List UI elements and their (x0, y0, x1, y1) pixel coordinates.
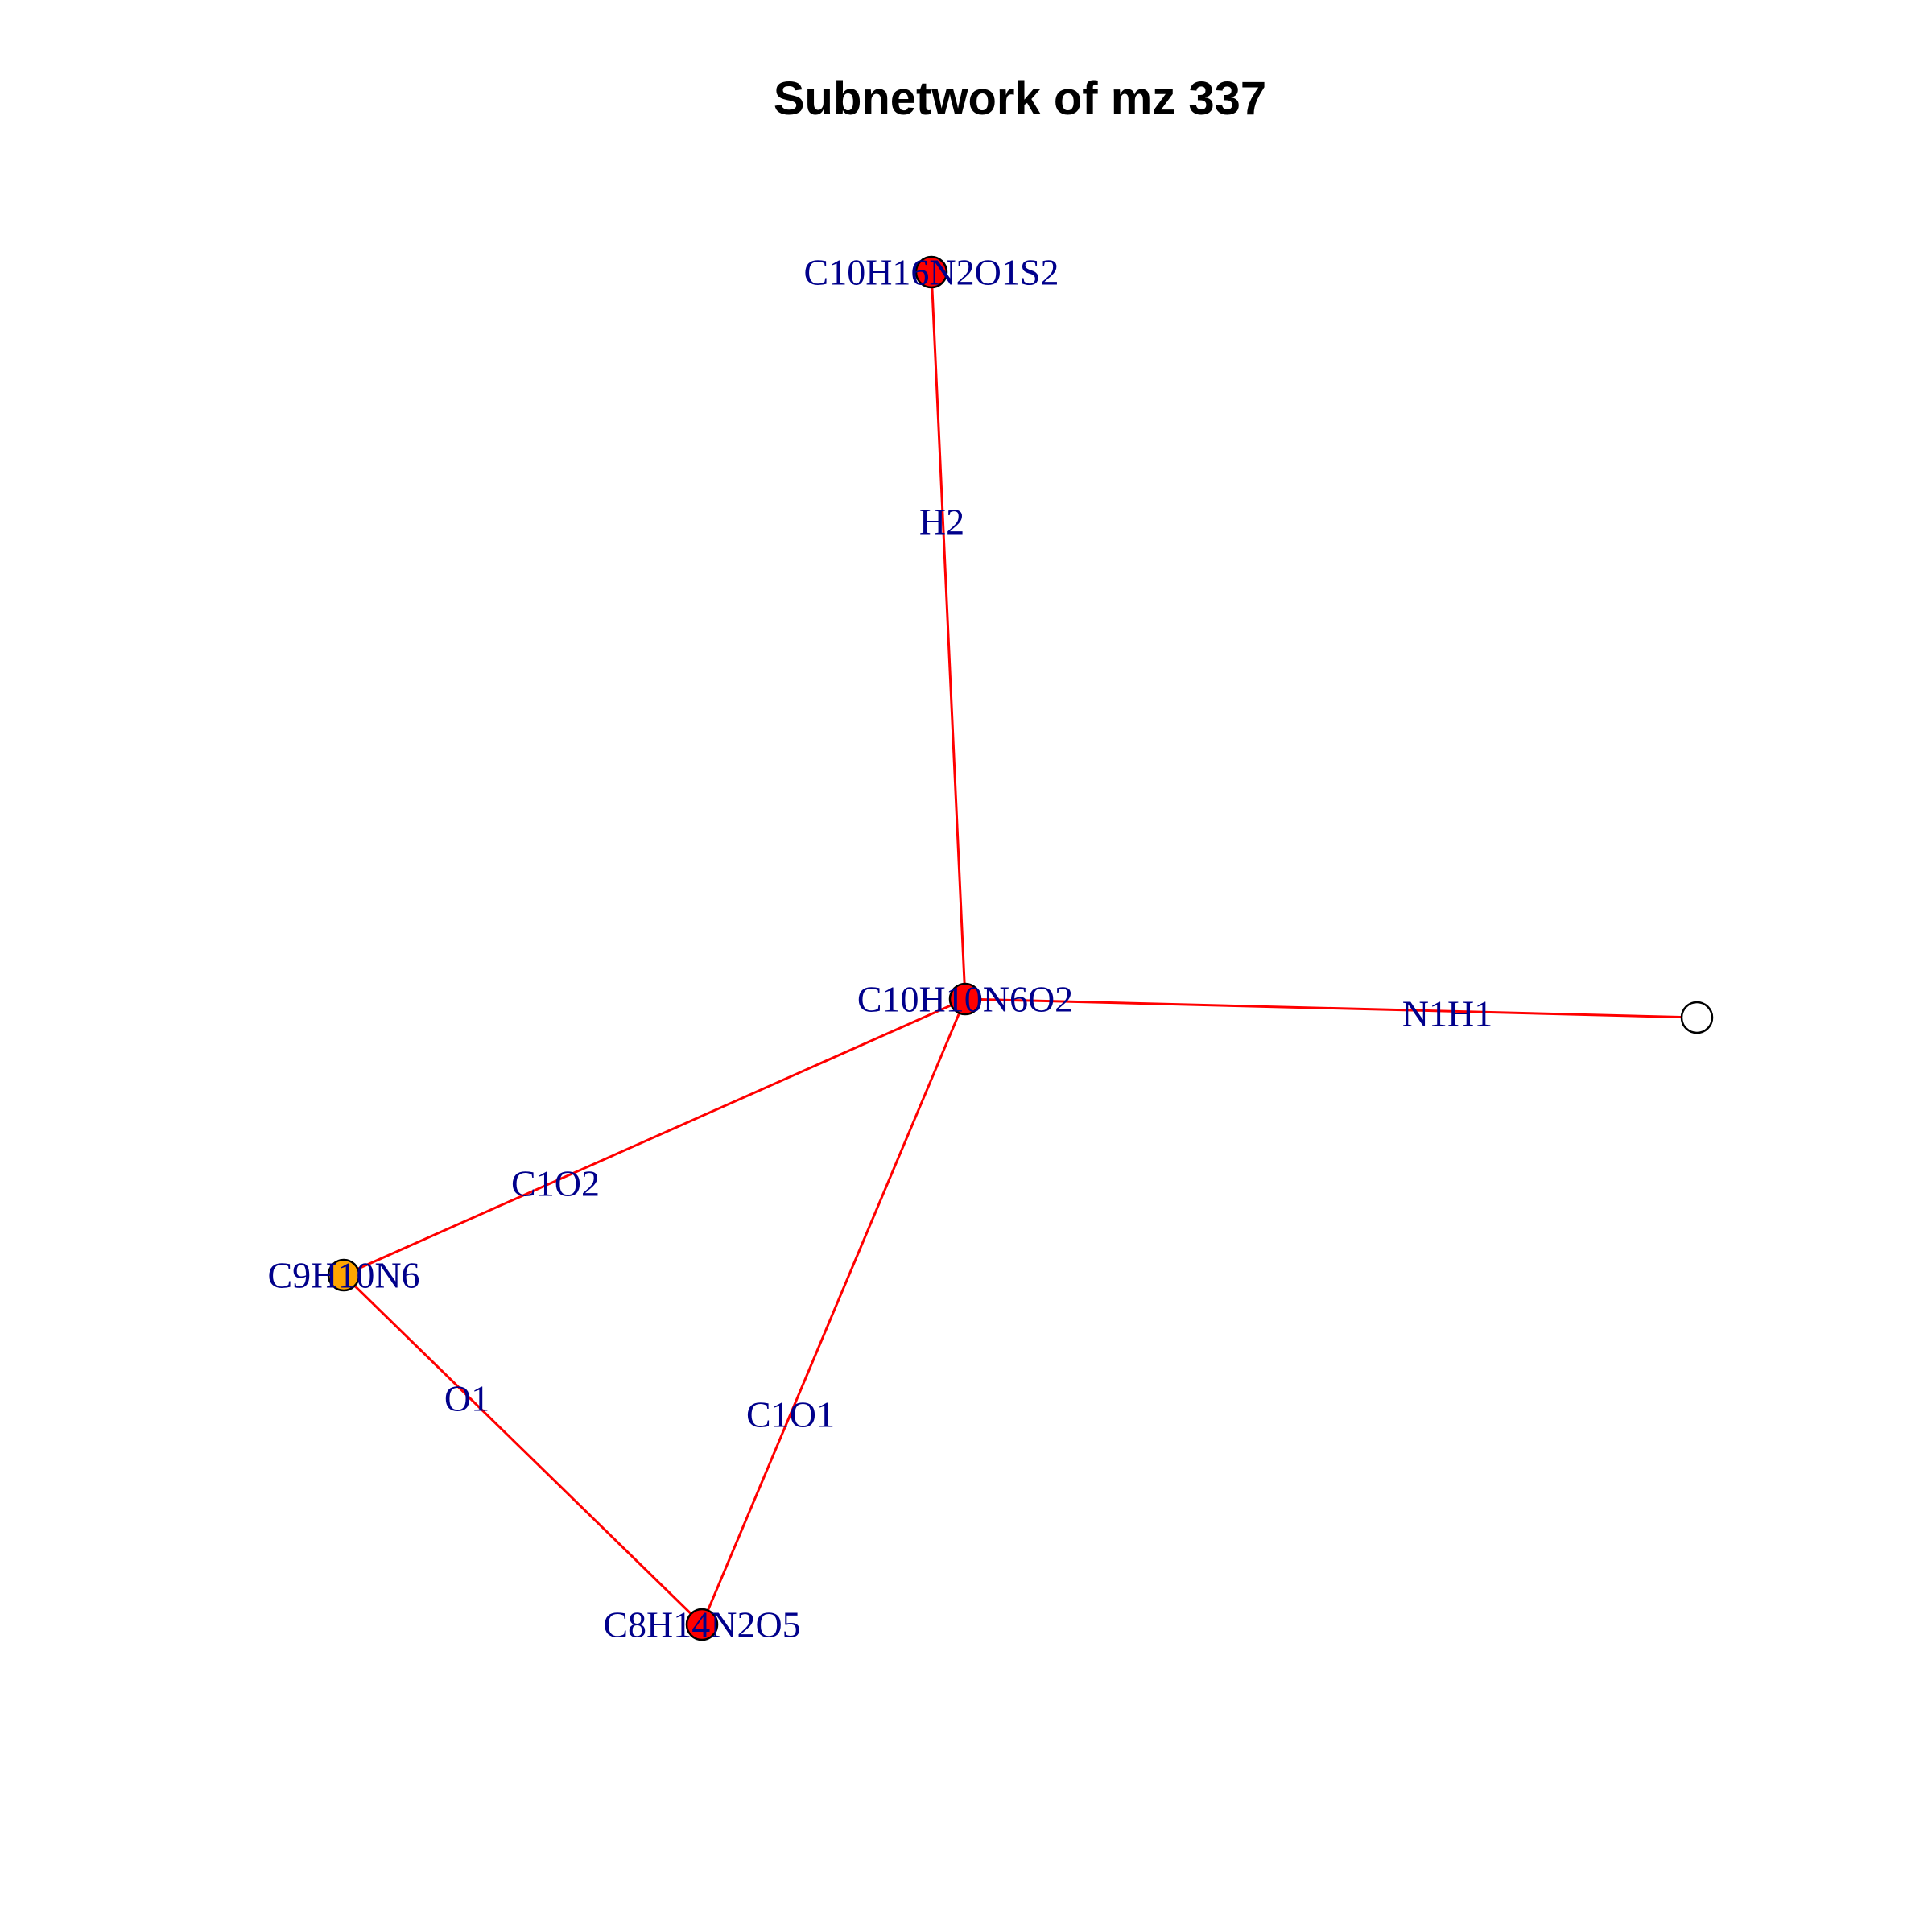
edge-c10h10n6o2-c8h14n2o5 (700, 998, 967, 1625)
node-label-c10h16n2o1s2: C10H16N2O1S2 (804, 252, 1059, 293)
node-layer (327, 255, 1714, 1641)
node-label-c8h14n2o5: C8H14N2O5 (603, 1604, 800, 1645)
node-c10h10n6o2 (948, 982, 982, 1016)
node-c10h16n2o1s2 (914, 255, 948, 289)
edge-c10h10n6o2-unlabeled (964, 997, 1698, 1019)
node-label-c10h10n6o2: C10H10N6O2 (857, 979, 1073, 1020)
edge-label-h2: H2 (919, 502, 964, 543)
edge-c10h10n6o2-c9h10n6 (343, 997, 966, 1277)
node-c8h14n2o5 (685, 1608, 719, 1641)
node-label-c9h10n6: C9H10N6 (267, 1255, 419, 1296)
edge-label-c1o1: C1O1 (746, 1394, 835, 1435)
edge-c9h10n6-c8h14n2o5 (342, 1274, 704, 1626)
node-unlabeled (1680, 1001, 1714, 1034)
edge-label-o1: O1 (444, 1378, 489, 1419)
edge-label-n1h1: N1H1 (1402, 993, 1492, 1034)
node-c9h10n6 (327, 1258, 361, 1292)
diagram-title: Subnetwork of mz 337 (774, 72, 1266, 125)
edge-c10h16n2o1s2-c10h10n6o2 (930, 271, 967, 1000)
edge-layer (342, 271, 1698, 1626)
edge-label-c1o2: C1O2 (511, 1163, 600, 1204)
